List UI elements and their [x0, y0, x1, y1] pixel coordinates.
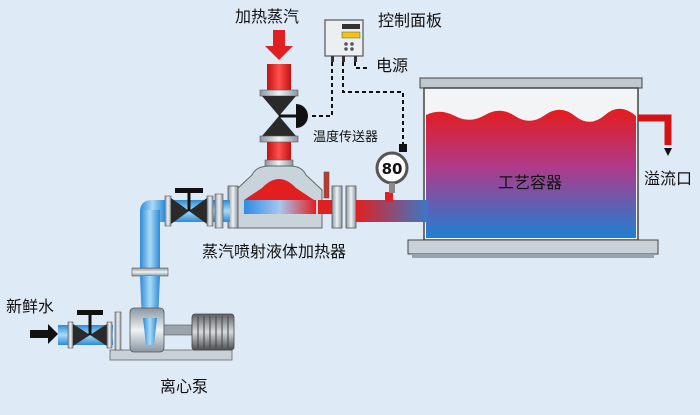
label-power-supply: 电源 [376, 56, 408, 75]
steam-control-valve[interactable] [259, 89, 308, 143]
signal-lines [310, 62, 404, 144]
label-overflow: 溢流口 [644, 169, 692, 188]
valve-handwheel-icon [175, 188, 203, 193]
label-steam-heating: 加热蒸汽 [235, 7, 299, 26]
steam-inlet-arrow [265, 30, 293, 60]
signal-line-valve [310, 62, 333, 117]
steam-pipe-upper [267, 64, 291, 94]
outlet-pipe [356, 200, 428, 222]
label-control-panel: 控制面板 [378, 11, 442, 30]
steam-injection-heater [235, 159, 332, 229]
temperature-gauge: 80 [375, 151, 409, 193]
centrifugal-pump [109, 307, 235, 361]
signal-line-power [354, 62, 370, 69]
valve-actuator-icon [296, 104, 308, 128]
motor-icon [191, 313, 235, 351]
label-pump: 离心泵 [160, 377, 208, 396]
process-vessel [407, 77, 659, 258]
fresh-water-valve[interactable] [67, 310, 113, 349]
sensor-probe [385, 192, 393, 202]
inflow-arrow-icon [30, 324, 58, 344]
label-temp-transmitter: 温度传送器 [313, 129, 378, 145]
label-process-vessel: 工艺容器 [498, 173, 562, 192]
label-heater: 蒸汽喷射液体加热器 [202, 242, 346, 261]
valve-handwheel-icon [77, 310, 103, 315]
overflow-pipe [638, 114, 672, 156]
transmitter-connector [399, 144, 407, 152]
label-fresh-water: 新鲜水 [6, 297, 54, 316]
gauge-value: 80 [382, 160, 403, 178]
control-panel [324, 19, 364, 62]
water-inlet-valve[interactable] [164, 188, 214, 227]
thermometer-icon [323, 171, 330, 199]
signal-line-transmitter [342, 62, 404, 144]
